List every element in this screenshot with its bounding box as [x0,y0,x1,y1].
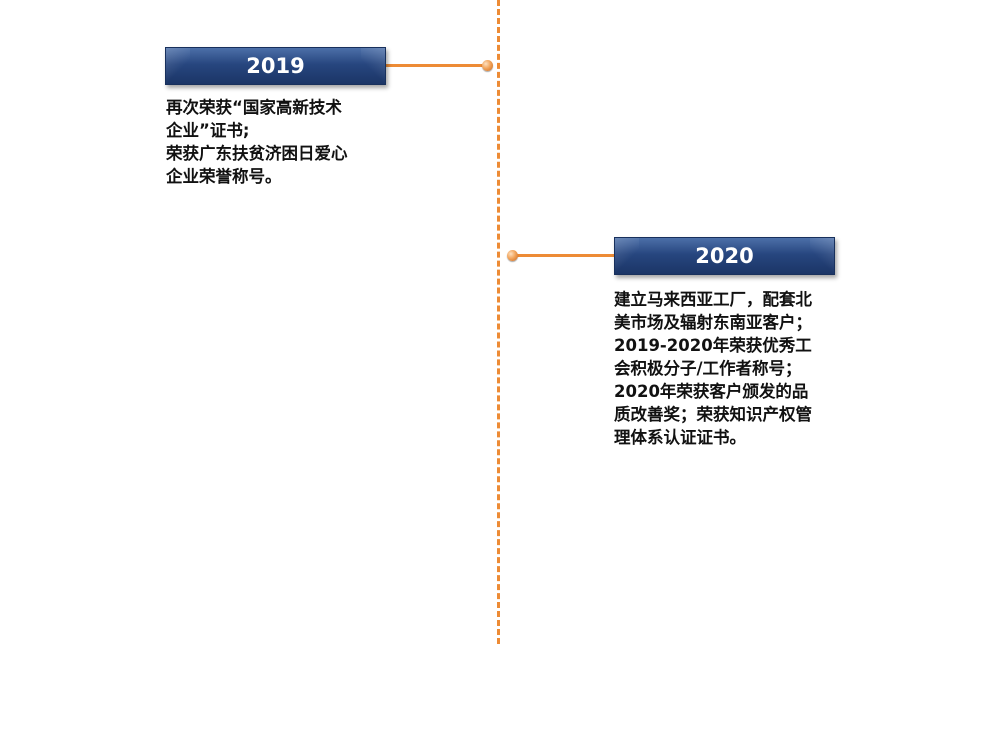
year-label-2019: 2019 [246,54,305,78]
timeline-node-2020 [507,250,518,261]
entry-description-2019: 再次荣获“国家高新技术 企业”证书; 荣获广东扶贫济困日爱心 企业荣誉称号。 [166,98,348,186]
timeline-node-2019 [482,60,493,71]
year-label-2020: 2020 [695,244,754,268]
year-banner-2020: 2020 [614,237,835,275]
entry-description-2020: 建立马来西亚工厂，配套北 美市场及辐射东南亚客户； 2019-2020年荣获优秀… [614,290,812,447]
connector-2020 [515,254,615,257]
connector-2019 [386,64,486,67]
year-banner-2019: 2019 [165,47,386,85]
timeline-vertical-line [497,0,500,644]
